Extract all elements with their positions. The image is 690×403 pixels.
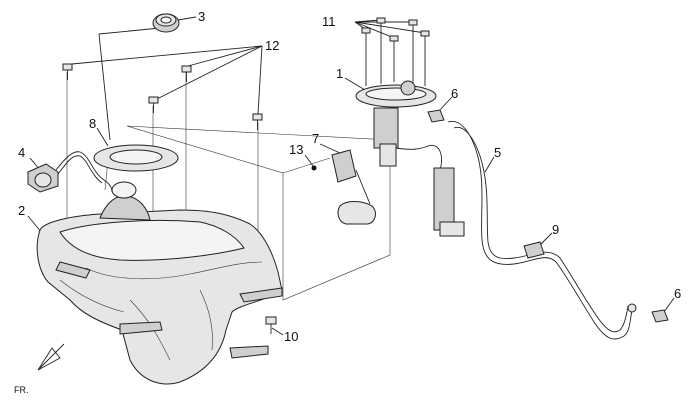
callout-11: 11 bbox=[322, 14, 336, 29]
bracket-7 bbox=[331, 149, 357, 183]
front-label: FR. bbox=[14, 385, 29, 395]
clamp-6-top bbox=[427, 109, 445, 123]
callout-7: 7 bbox=[312, 131, 319, 146]
bolt-12-b bbox=[181, 65, 192, 82]
bolt-10 bbox=[265, 316, 277, 334]
bolt-12-a bbox=[62, 63, 73, 80]
fuel-pump-assembly-1 bbox=[337, 17, 465, 237]
front-direction-arrow bbox=[37, 343, 65, 371]
clip-13 bbox=[311, 165, 317, 171]
projection-lines bbox=[126, 125, 391, 301]
callout-12: 12 bbox=[265, 38, 279, 53]
callout-2: 2 bbox=[18, 203, 25, 218]
callout-1: 1 bbox=[336, 66, 343, 81]
gasket-ring-8 bbox=[93, 144, 179, 172]
bolt-12-d bbox=[252, 113, 263, 130]
callout-8: 8 bbox=[89, 116, 96, 131]
callout-labels: 3 12 11 1 6 8 7 13 5 4 2 9 6 10 FR. bbox=[14, 9, 681, 395]
sensor-4 bbox=[27, 151, 113, 193]
fuel-hose-5 bbox=[447, 120, 633, 340]
clamp-6-bottom bbox=[627, 303, 669, 323]
bolt-12-c bbox=[148, 96, 159, 113]
callout-13: 13 bbox=[289, 142, 303, 157]
callout-4: 4 bbox=[18, 145, 25, 160]
grommet-3 bbox=[152, 13, 180, 33]
callout-6-top: 6 bbox=[451, 86, 458, 101]
callout-9: 9 bbox=[552, 222, 559, 237]
callout-5: 5 bbox=[494, 145, 501, 160]
callout-6-bottom: 6 bbox=[674, 286, 681, 301]
bracket-9 bbox=[523, 241, 545, 259]
callout-3: 3 bbox=[198, 9, 205, 24]
callout-10: 10 bbox=[284, 329, 298, 344]
fuel-tank-2 bbox=[36, 181, 283, 385]
